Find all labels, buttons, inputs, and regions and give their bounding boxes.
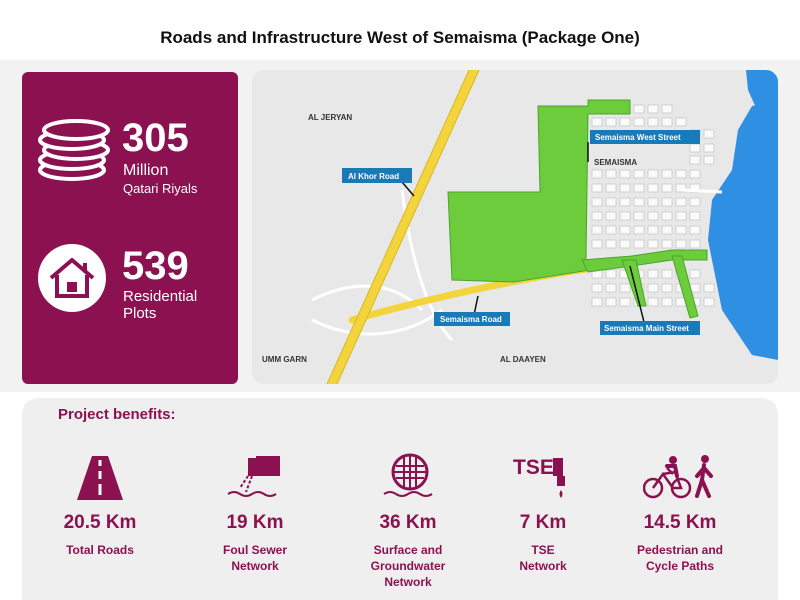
plots-value: 539 bbox=[122, 244, 189, 288]
benefits-panel: Project benefits: 20.5 Km Total Roads 19… bbox=[22, 398, 778, 600]
plots-label-2: Plots bbox=[123, 305, 157, 322]
drain-grate-icon bbox=[333, 450, 483, 500]
benefit-item: 36 Km Surface and Groundwater Network bbox=[333, 450, 483, 590]
benefit-label: Foul Sewer Network bbox=[222, 543, 287, 573]
plots-label-1: Residential bbox=[123, 288, 198, 305]
cyclist-pedestrian-icon bbox=[605, 450, 755, 500]
map-area-label: AL DAAYEN bbox=[500, 355, 546, 364]
benefit-label: Total Roads bbox=[66, 543, 134, 557]
benefit-value: 14.5 Km bbox=[643, 512, 717, 533]
budget-unit: Million bbox=[123, 162, 169, 179]
budget-currency: Qatari Riyals bbox=[123, 181, 198, 196]
bay-water bbox=[708, 100, 778, 360]
benefit-value: 36 Km bbox=[379, 512, 437, 533]
house-icon bbox=[38, 244, 106, 317]
map-area-label: SEMAISMA bbox=[594, 158, 637, 167]
street-label-semaisma-road: Semaisma Road bbox=[434, 295, 510, 326]
benefit-item: 19 Km Foul Sewer Network bbox=[185, 450, 325, 574]
page-title: Roads and Infrastructure West of Semaism… bbox=[160, 28, 640, 47]
benefit-value: 20.5 Km bbox=[63, 512, 137, 533]
benefit-item: TSE 7 Km TSE Network bbox=[488, 450, 598, 574]
svg-text:Al Khor Road: Al Khor Road bbox=[348, 172, 399, 181]
benefit-value: 7 Km bbox=[519, 512, 567, 533]
benefit-item: 14.5 Km Pedestrian and Cycle Paths bbox=[605, 450, 755, 574]
budget-value: 305 bbox=[122, 116, 189, 160]
street-label-semaisma-west: Semaisma West Street bbox=[587, 130, 700, 162]
svg-text:Semaisma Main Street: Semaisma Main Street bbox=[604, 324, 689, 333]
benefit-item: 20.5 Km Total Roads bbox=[25, 450, 175, 558]
coins-icon bbox=[36, 116, 116, 187]
svg-text:Semaisma Road: Semaisma Road bbox=[440, 315, 502, 324]
benefit-label: TSE Network bbox=[519, 543, 567, 573]
benefits-title: Project benefits: bbox=[58, 406, 176, 423]
benefit-label: Pedestrian and Cycle Paths bbox=[636, 543, 724, 573]
map-area-label: AL JERYAN bbox=[308, 113, 352, 122]
street-label-al-khor: Al Khor Road bbox=[342, 168, 415, 197]
stats-panel: 305 Million Qatari Riyals 539 Residentia… bbox=[22, 72, 238, 384]
project-map: AL JERYAN SEMAISMA UMM GARN AL DAAYEN Se… bbox=[252, 70, 778, 384]
svg-text:TSE: TSE bbox=[513, 456, 554, 479]
benefit-value: 19 Km bbox=[226, 512, 284, 533]
street-label-semaisma-main: Semaisma Main Street bbox=[600, 265, 700, 335]
svg-text:Semaisma West Street: Semaisma West Street bbox=[595, 133, 681, 142]
tse-tap-icon: TSE bbox=[488, 450, 598, 500]
al-khor-road-line bbox=[327, 70, 479, 384]
sea-water bbox=[746, 70, 778, 110]
benefit-label: Surface and Groundwater Network bbox=[370, 543, 446, 589]
map-area-label: UMM GARN bbox=[262, 355, 307, 364]
road-icon bbox=[25, 450, 175, 500]
sewer-pipe-icon bbox=[185, 450, 325, 500]
